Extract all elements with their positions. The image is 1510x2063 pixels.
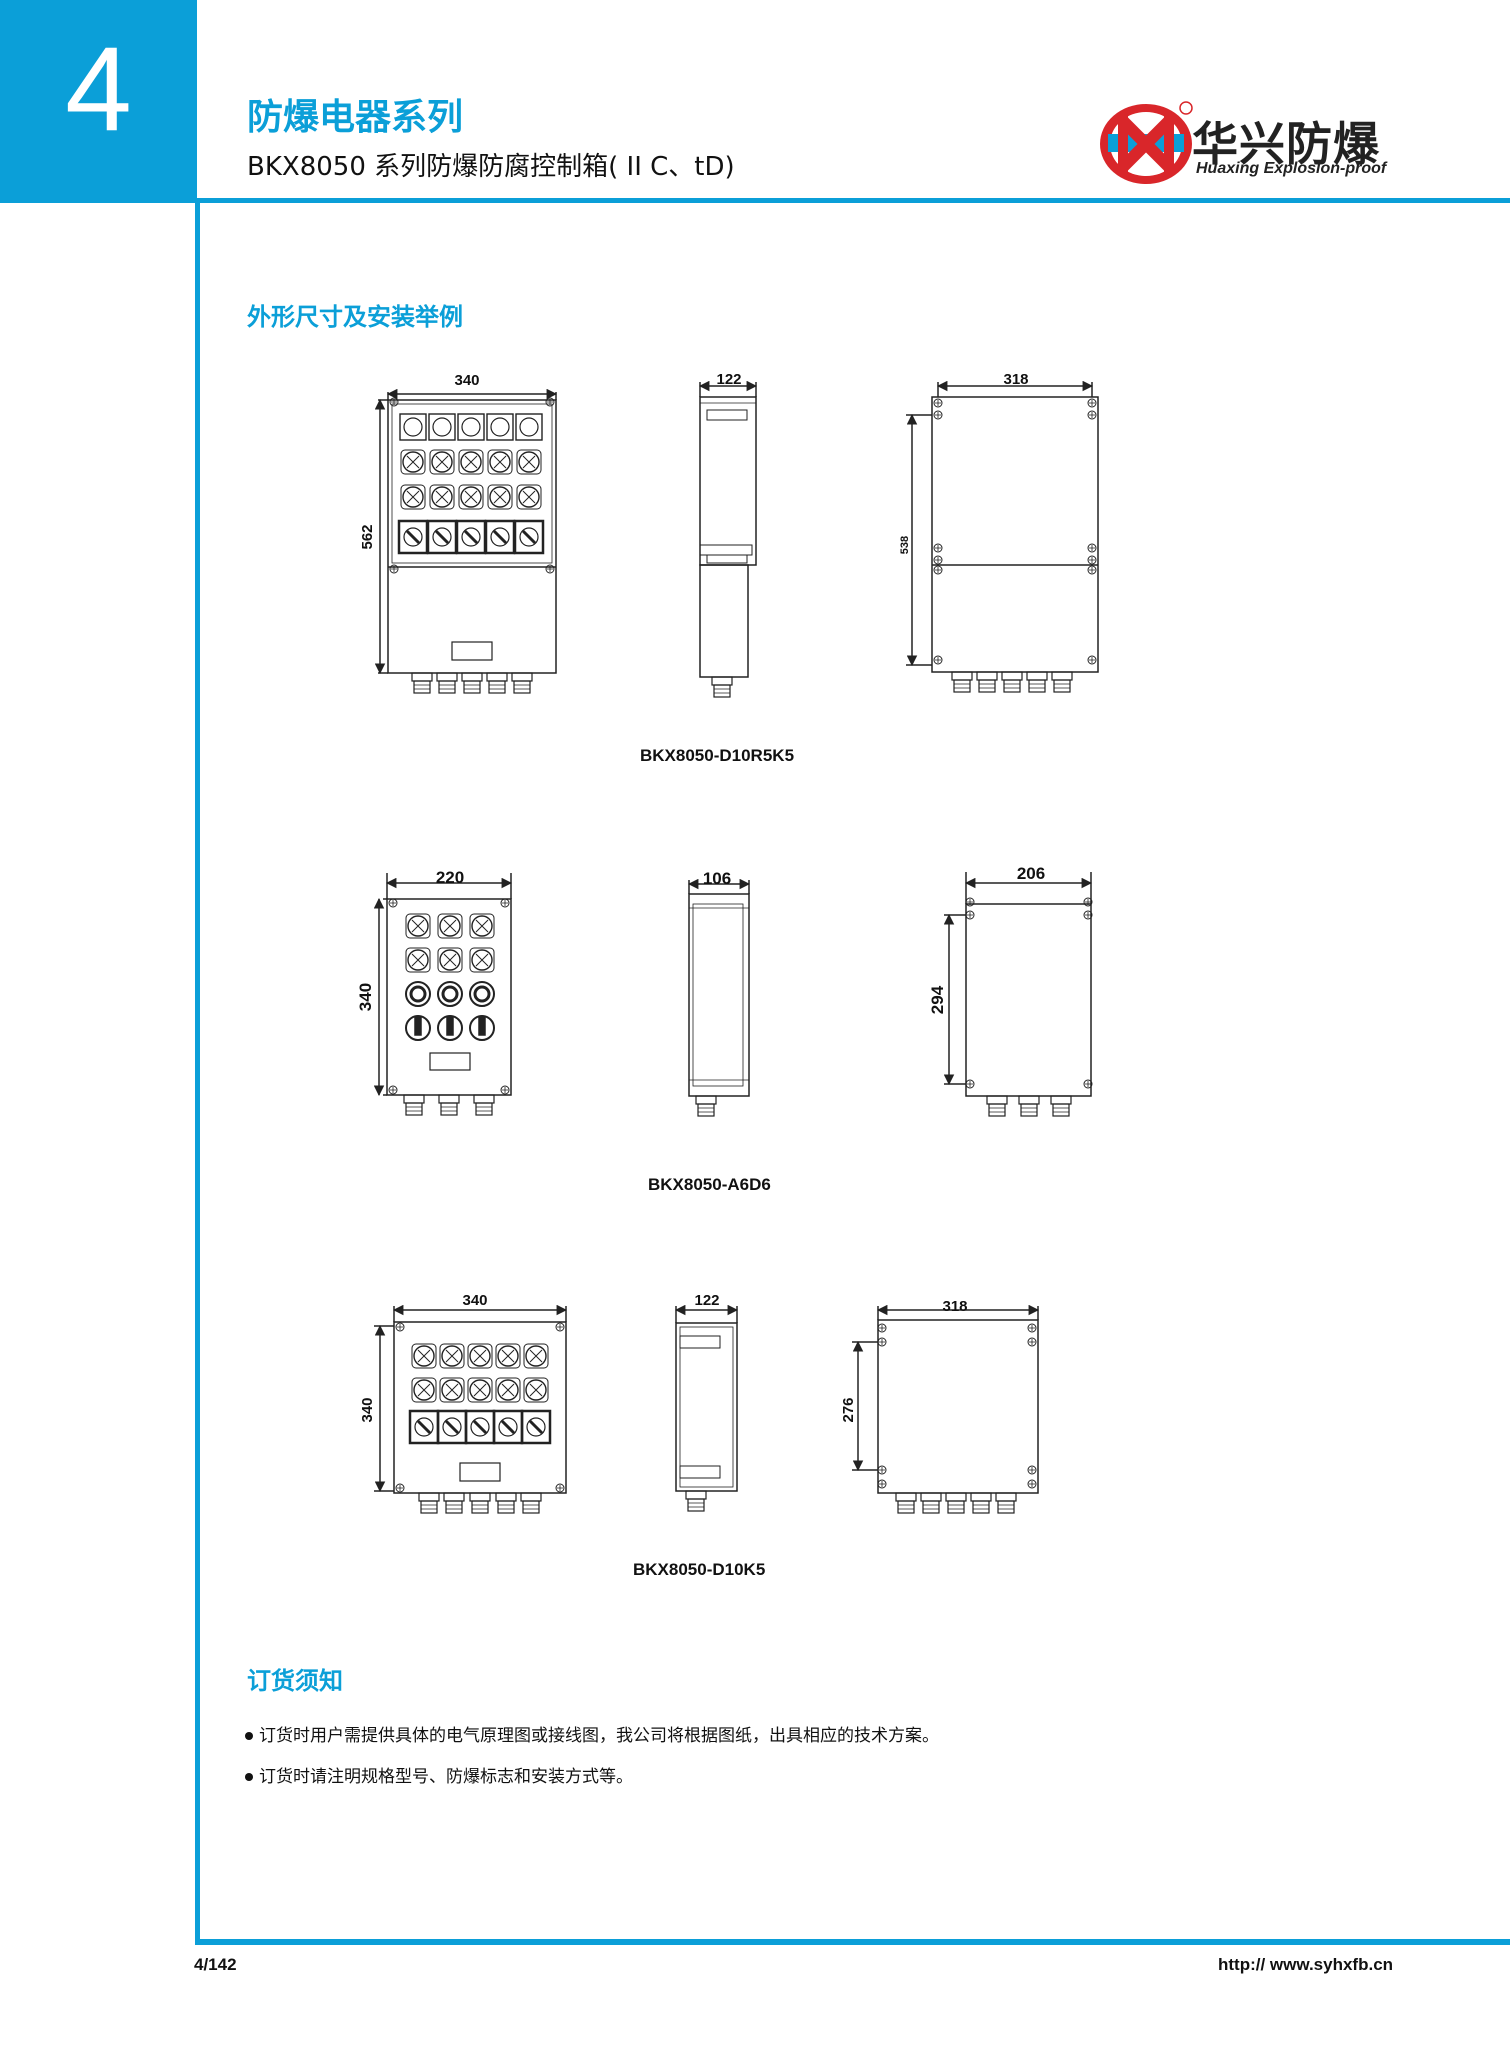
chapter-number: 4 bbox=[65, 22, 132, 156]
model-label-2: BKX8050-A6D6 bbox=[648, 1175, 771, 1194]
drawing-1-front-view bbox=[374, 388, 558, 694]
dim-2-back-width: 206 bbox=[1017, 864, 1045, 883]
bullet-icon bbox=[245, 1732, 253, 1740]
model-label-1: BKX8050-D10R5K5 bbox=[640, 746, 795, 765]
logo-name-en: Huaxing Explosion-proof bbox=[1196, 160, 1387, 177]
section-heading-dimensions: 外形尺寸及安装举例 bbox=[247, 303, 463, 331]
dim-1-front-height: 562 bbox=[359, 524, 376, 549]
dim-1-back-width: 318 bbox=[1003, 371, 1028, 388]
drawing-1-side-view bbox=[698, 380, 758, 698]
left-margin-rule bbox=[195, 203, 200, 1945]
drawing-2-back-view bbox=[943, 872, 1093, 1117]
dim-2-front-width: 220 bbox=[436, 868, 464, 887]
drawing-1-back-view bbox=[906, 380, 1099, 693]
bullet-icon bbox=[245, 1773, 253, 1781]
drawing-3-side-view bbox=[674, 1304, 739, 1512]
product-title: BKX8050 系列防爆防腐控制箱( II C、tD) bbox=[247, 152, 735, 182]
page-number: 4/142 bbox=[194, 1955, 237, 1974]
model-label-3: BKX8050-D10K5 bbox=[633, 1560, 766, 1579]
ordering-note-1: 订货时用户需提供具体的电气原理图或接线图，我公司将根据图纸，出具相应的技术方案。 bbox=[245, 1721, 939, 1746]
dim-3-back-width: 318 bbox=[942, 1298, 967, 1315]
ordering-note-text: 订货时请注明规格型号、防爆标志和安装方式等。 bbox=[259, 1767, 633, 1787]
logo-name-cn: 华兴防爆 bbox=[1192, 117, 1380, 171]
website-link[interactable]: http:// www.syhxfb.cn bbox=[1218, 1955, 1394, 1974]
drawing-3-front-view bbox=[374, 1304, 568, 1514]
dim-1-back-height: 538 bbox=[899, 536, 911, 554]
dim-3-front-height: 340 bbox=[359, 1397, 376, 1422]
header-rule bbox=[197, 198, 1510, 203]
ordering-note-2: 订货时请注明规格型号、防爆标志和安装方式等。 bbox=[245, 1762, 633, 1787]
dim-1-side-depth: 122 bbox=[716, 371, 741, 388]
dim-3-side-depth: 122 bbox=[694, 1292, 719, 1309]
logo-mark-icon bbox=[1100, 101, 1193, 184]
drawing-2-side-view bbox=[687, 878, 751, 1117]
footer-rule bbox=[195, 1939, 1510, 1945]
dim-3-front-width: 340 bbox=[462, 1292, 487, 1309]
drawing-3-back-view bbox=[852, 1304, 1040, 1514]
dim-1-front-width: 340 bbox=[454, 372, 479, 389]
section-heading-ordering: 订货须知 bbox=[247, 1667, 343, 1695]
drawing-2-front-view bbox=[373, 873, 513, 1116]
dim-2-side-depth: 106 bbox=[703, 869, 731, 888]
dimension-drawings: 340 562 122 318 538 220 340 106 206 294 … bbox=[356, 371, 1099, 1514]
chapter-tab: 4 bbox=[0, 0, 197, 203]
company-logo bbox=[1100, 101, 1193, 184]
dim-3-back-height: 276 bbox=[840, 1397, 857, 1422]
ordering-note-text: 订货时用户需提供具体的电气原理图或接线图，我公司将根据图纸，出具相应的技术方案。 bbox=[259, 1726, 939, 1746]
dim-2-front-height: 340 bbox=[356, 983, 375, 1011]
series-title: 防爆电器系列 bbox=[247, 97, 464, 138]
dim-2-back-height: 294 bbox=[928, 985, 947, 1014]
